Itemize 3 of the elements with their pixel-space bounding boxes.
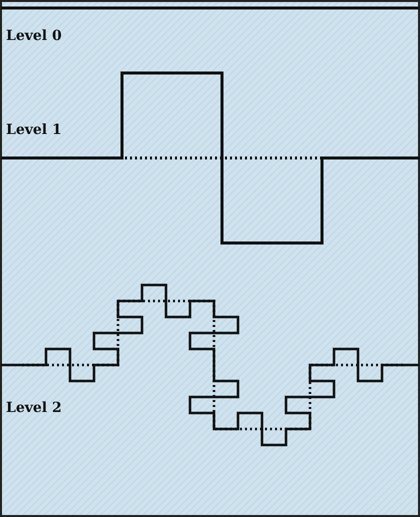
level-label: Level 0 [6,28,62,44]
level-label: Level 2 [6,400,62,416]
level-label: Level 1 [6,122,62,138]
